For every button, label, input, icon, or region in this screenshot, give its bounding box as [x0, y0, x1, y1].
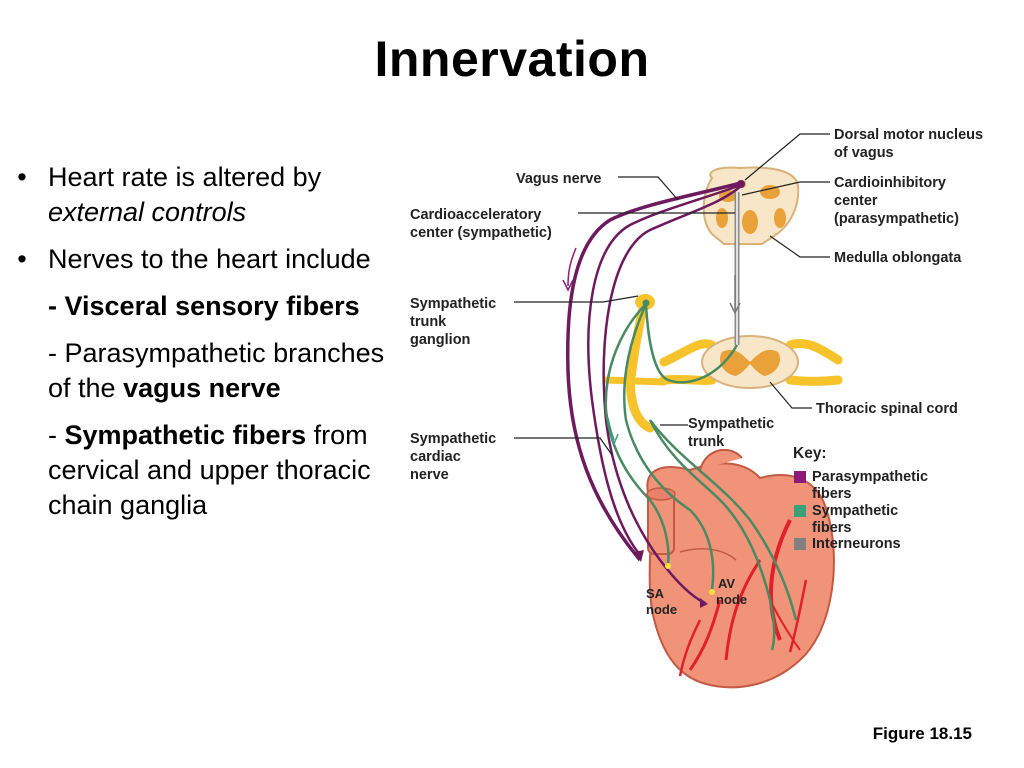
sub-3-text: from cervical and upper thoracic chain g…: [48, 420, 371, 520]
sub-2-text: - Parasympathetic branches of the: [48, 338, 385, 403]
label-stg-3: ganglion: [410, 332, 470, 348]
key-label-parasympathetic-1: Parasympathetic: [812, 469, 928, 485]
medulla-oblongata: [702, 166, 800, 245]
label-sa-2: node: [646, 602, 677, 617]
bullet-2-text: Nerves to the heart include: [48, 244, 371, 274]
label-scn-2: cardiac: [410, 449, 461, 465]
label-cardioinh-3: (parasympathetic): [834, 211, 959, 227]
sub-3-bold: Sympathetic fibers: [64, 420, 307, 450]
key-swatch-parasympathetic: [794, 471, 806, 483]
key-title: Key:: [793, 445, 827, 462]
label-sa-1: SA: [646, 586, 665, 601]
sympathetic-fibers: [604, 299, 798, 651]
label-scn-1: Sympathetic: [410, 431, 496, 447]
label-cardioacc-1: Cardioacceleratory: [410, 207, 541, 223]
parasympathetic-fibers: [562, 180, 745, 608]
label-st-2: trunk: [688, 434, 725, 450]
heart: [646, 449, 835, 689]
label-scn-3: nerve: [410, 467, 449, 483]
key-label-interneurons: Interneurons: [812, 536, 901, 552]
bullet-item-1: • Heart rate is altered by external cont…: [12, 160, 402, 230]
label-st-1: Sympathetic: [688, 416, 774, 432]
diagram-key: Key: Parasympathetic fibers Sympathetic …: [793, 445, 928, 552]
sub-2-bold: vagus nerve: [123, 373, 281, 403]
interneuron-fibers: [729, 192, 741, 345]
label-medulla: Medulla oblongata: [834, 250, 962, 266]
key-label-sympathetic-2: fibers: [812, 520, 852, 536]
bullet-1-text: Heart rate is altered by: [48, 162, 322, 192]
label-dorsal-1: Dorsal motor nucleus: [834, 127, 983, 143]
bullet-1-italic: external controls: [48, 197, 247, 227]
key-label-parasympathetic-2: fibers: [812, 486, 852, 502]
thoracic-spinal-cord: [659, 335, 843, 389]
key-swatch-sympathetic: [794, 505, 806, 517]
label-av-1: AV: [718, 576, 735, 591]
bullet-item-2: • Nerves to the heart include: [12, 242, 402, 277]
sub-item-visceral: - Visceral sensory fibers: [48, 291, 360, 321]
label-cardioacc-2: center (sympathetic): [410, 225, 552, 241]
figure-caption: Figure 18.15: [872, 724, 972, 743]
label-cardioinh-2: center: [834, 193, 878, 209]
bullet-list: • Heart rate is altered by external cont…: [12, 160, 402, 535]
key-swatch-interneurons: [794, 538, 806, 550]
label-stg-2: trunk: [410, 314, 447, 330]
label-cardioinh-1: Cardioinhibitory: [834, 175, 946, 191]
label-dorsal-2: of vagus: [834, 145, 894, 161]
label-av-2: node: [716, 592, 747, 607]
diagram-svg: Vagus nerve Cardioacceleratory center (s…: [410, 127, 983, 689]
label-vagus-nerve: Vagus nerve: [516, 171, 601, 187]
slide-title: Innervation: [374, 31, 650, 87]
sub-3-prefix: -: [48, 420, 57, 450]
label-stg-1: Sympathetic: [410, 296, 496, 312]
bullet-dot-icon: •: [17, 244, 27, 274]
key-label-sympathetic-1: Sympathetic: [812, 503, 898, 519]
sub-item-sympathetic: - Sympathetic fibers from cervical and u…: [12, 418, 402, 523]
sub-item-parasympathetic: - Parasympathetic branches of the vagus …: [12, 336, 402, 406]
label-thoracic: Thoracic spinal cord: [816, 401, 958, 417]
bullet-dot-icon: •: [17, 162, 27, 192]
innervation-diagram: Vagus nerve Cardioacceleratory center (s…: [400, 120, 1020, 700]
leader-lines: [514, 133, 830, 456]
